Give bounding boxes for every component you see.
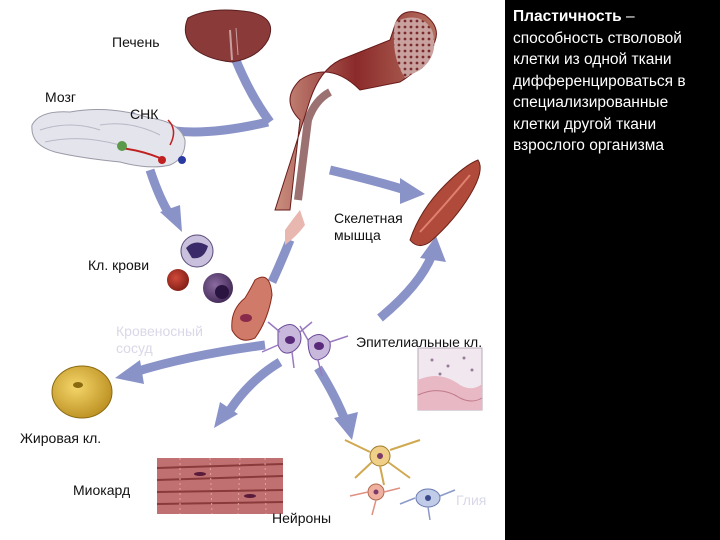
label-brain: Мозг: [45, 89, 76, 105]
label-liver: Печень: [112, 34, 160, 50]
glia: [399, 488, 456, 521]
illustration-panel: Печень Мозг СНК Скелетная мышца Кл. кров…: [0, 0, 505, 540]
stem-cells: [261, 321, 349, 377]
arrows: [115, 40, 446, 440]
arrow-to-neurons: [314, 365, 358, 440]
epithelial-tissue: [417, 347, 483, 411]
label-myocardium: Миокард: [73, 482, 131, 498]
label-neurons: Нейроны: [272, 510, 332, 526]
neurons: [344, 439, 421, 516]
label-blood-cells: Кл. крови: [88, 257, 150, 273]
arrow-to-epithelial-up: [377, 236, 446, 322]
arrow-to-myocardium: [214, 358, 283, 428]
label-cns: СНК: [130, 106, 159, 122]
label-blood-vessel: Кровеносный сосуд: [116, 323, 203, 356]
definition-body: способность стволовой клетки из одной тк…: [513, 29, 686, 155]
definition-text: Пластичность – способность стволовой кле…: [513, 6, 715, 157]
definition-dash: –: [621, 8, 635, 25]
fat-cell: [51, 365, 113, 419]
blood-vessel: [231, 276, 273, 341]
stem-cell-plasticity-illustration: [31, 9, 483, 521]
label-glia: Глия: [456, 492, 487, 508]
arrow-to-blood-cells: [145, 168, 182, 232]
definition-term: Пластичность: [513, 8, 622, 25]
label-epithelial: Эпителиальные кл.: [356, 334, 483, 350]
myocardium: [156, 457, 284, 515]
arrow-to-vessel: [267, 238, 295, 284]
bone: [274, 11, 437, 245]
blood-cells: [167, 234, 233, 303]
label-fat-cell: Жировая кл.: [20, 430, 102, 446]
arrow-to-fat-cell: [115, 340, 266, 384]
label-skeletal-muscle: Скелетная мышца: [334, 210, 403, 243]
arrow-to-skeletal-muscle: [328, 165, 425, 204]
liver: [184, 9, 272, 63]
skeletal-muscle: [409, 159, 481, 246]
brain: [31, 109, 186, 168]
